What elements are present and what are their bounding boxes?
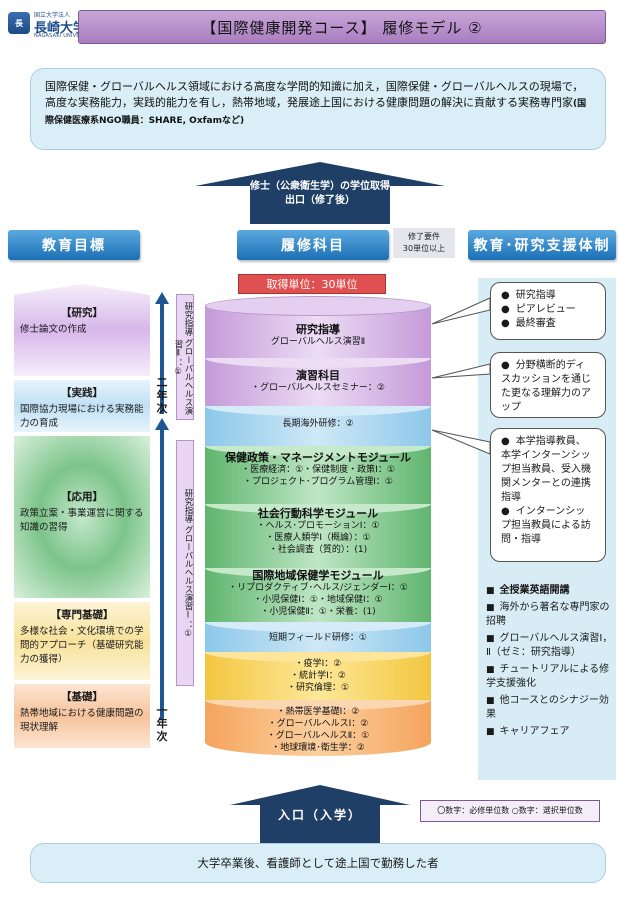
course-item: ・医療経済：①・保健制度・政策Ⅰ：① [241, 465, 395, 475]
completion-requirement: 修了要件 30単位以上 [393, 228, 455, 258]
course-item: ・グローバルヘルスⅠ：② [267, 719, 369, 729]
goal-research-title: 【研究】 [61, 307, 103, 319]
entry-label: 入口（入学） [277, 808, 362, 822]
exit-label: 出口（修了後） [285, 195, 355, 206]
goal-practice: 【実践】 国際協力現場における実務能力の育成 [14, 380, 150, 432]
regional-module: 国際地域保健学モジュール ・リプロダクティブ･ヘルス/ジェンダーⅠ：① ・小児保… [205, 570, 431, 618]
regional-module-title: 国際地域保健学モジュール [252, 569, 384, 582]
basic-1-courses: ・疫学Ⅰ：② ・統計学Ⅰ：② ・研究倫理：① [205, 658, 431, 694]
course-item: ・熱帯医学基礎Ⅰ：② [276, 707, 360, 717]
course-item: ・グローバルヘルスセミナー：② [251, 383, 385, 393]
entry-arrow [230, 785, 410, 845]
seminar-courses: 演習科目 ・グローバルヘルスセミナー：② [205, 370, 431, 394]
course-item: ・医療人類学Ⅰ（概論）：① [265, 533, 371, 543]
year-arrow-upper [160, 304, 164, 414]
callout-discussion: 分野横断的ディスカッションを通じた更なる理解力のアップ [490, 352, 606, 418]
goal-specialized-text: 多様な社会・文化環境での学問的アプローチ（基礎研究能力の獲得） [20, 626, 144, 665]
course-item: ・統計学Ⅰ：② [290, 671, 346, 681]
exit-arrow-text: 修士（公衆衛生学）の学位取得 出口（修了後） [225, 180, 415, 208]
layer-research-top [205, 296, 431, 316]
course-item: グローバルヘルス演習Ⅱ [270, 337, 366, 347]
social-module: 社会行動科学モジュール ・ヘルス･プロモーションⅠ：① ・医療人類学Ⅰ（概論）：… [205, 508, 431, 556]
requirement-label: 修了要件 [408, 232, 440, 241]
callout-item: 最終審査 [501, 317, 595, 331]
exit-degree: 修士（公衆衛生学）の学位取得 [250, 181, 390, 192]
field-training-label: 短期フィールド研修：① [269, 633, 367, 643]
course-item: ・リプロダクティブ･ヘルス/ジェンダーⅠ：① [228, 583, 408, 593]
course-item: ・地球環境･衛生学：② [271, 743, 365, 753]
support-item: 他コースとのシナジー効果 [486, 694, 614, 722]
policy-module: 保健政策・マネージメントモジュール ・医療経済：①・保健制度・政策Ⅰ：① ・プロ… [205, 452, 431, 488]
goal-basics-text: 熱帯地域における健康問題の現状理解 [20, 708, 144, 733]
seminar-title: 演習科目 [296, 369, 340, 382]
support-item: グローバルヘルス演習Ⅰ，Ⅱ（ゼミ：研究指導） [486, 632, 614, 660]
goal-application-title: 【応用】 [61, 491, 103, 503]
header-support-system: 教育･研究支援体制 [468, 230, 616, 260]
goal-application: 【応用】 政策立案・事業運営に関する知識の習得 [14, 436, 150, 598]
goal-specialized-basics: 【専門基礎】 多様な社会・文化環境での学問的アプローチ（基礎研究能力の獲得） [14, 602, 150, 680]
course-item: ・研究倫理：① [286, 683, 350, 693]
callout-item: インターンシップ担当教員による訪問・指導 [501, 505, 595, 547]
layer-social-module [205, 504, 431, 568]
course-cylinder: ・熱帯医学基礎Ⅰ：② ・グローバルヘルスⅠ：② ・グローバルヘルスⅡ：① ・地球… [205, 296, 431, 766]
admission-criteria: 大学卒業後、看護師として途上国で勤務した者 [30, 843, 606, 883]
logo-english: NAGASAKI UNIVERSITY [34, 33, 95, 39]
goal-basics-title: 【基礎】 [61, 691, 103, 703]
university-logo: 長 国立大学法人 長崎大学 NAGASAKI UNIVERSITY [8, 8, 95, 42]
long-training-label: 長期海外研修：② [282, 419, 354, 429]
support-item: 海外から著名な専門家の招聘 [486, 601, 614, 629]
goal-practice-text: 国際協力現場における実務能力の育成 [20, 404, 144, 429]
research-courses: 研究指導 グローバルヘルス演習Ⅱ [205, 324, 431, 348]
callout-research-guidance: 研究指導 ピアレビュー 最終審査 [490, 282, 606, 340]
first-year-label: 一年次 [156, 704, 168, 743]
callout-internship: 本学指導教員、本学インターンシップ担当教員、受入機関メンターとの連携指導 インタ… [490, 428, 606, 562]
course-item: ・ヘルス･プロモーションⅠ：① [256, 521, 380, 531]
support-item: チュートリアルによる修学支援強化 [486, 663, 614, 691]
logo-small-text: 国立大学法人 [34, 12, 71, 19]
social-module-title: 社会行動科学モジュール [257, 507, 379, 520]
exit-arrow [195, 162, 445, 224]
goal-application-text: 政策立案・事業運営に関する知識の習得 [20, 508, 144, 533]
callout-pointers [431, 297, 491, 455]
policy-module-title: 保健政策・マネージメントモジュール [224, 451, 411, 464]
year-arrow-head-lower [155, 418, 169, 430]
support-list: 全授業英語開講 海外から著名な専門家の招聘 グローバルヘルス演習Ⅰ，Ⅱ（ゼミ：研… [486, 584, 614, 742]
year-arrow-lower [160, 430, 164, 720]
callout-item: ピアレビュー [501, 303, 595, 317]
goal-practice-title: 【実践】 [61, 387, 103, 399]
course-item: ・小児保健Ⅰ：①・地域保健Ⅰ：① [253, 595, 383, 605]
course-item: ・小児保健Ⅱ：①・栄養：(1) [260, 607, 376, 617]
callout-item: 本学指導教員、本学インターンシップ担当教員、受入機関メンターとの連携指導 [501, 435, 595, 505]
goal-research-text: 修士論文の作成 [20, 324, 87, 335]
goal-research: 【研究】 修士論文の作成 [14, 284, 150, 376]
course-goal-examples: (国際保健医療系NGO職員：SHARE, Oxfamなど) [45, 99, 587, 126]
credits-earned-bar: 取得単位：30単位 [238, 274, 386, 294]
course-goal-text: 国際保健・グローバルヘルス領域における高度な学問的知識に加え，国際保健・グローバ… [45, 80, 584, 109]
basic-2-courses: ・熱帯医学基礎Ⅰ：② ・グローバルヘルスⅠ：② ・グローバルヘルスⅡ：① ・地球… [205, 706, 431, 754]
research-guidance-year2: 研究指導 グローバルヘルス演習Ⅱ：① [173, 294, 194, 420]
page-title: 【国際健康開発コース】 履修モデル ② [78, 10, 606, 44]
year-arrow-head-upper [155, 292, 169, 304]
callout-item: 研究指導 [501, 289, 595, 303]
logo-name: 長崎大学 [34, 21, 87, 36]
logo-mark-icon: 長 [8, 12, 30, 34]
credit-legend: 〇数字：必修単位数 ○数字：選択単位数 [420, 800, 600, 822]
goal-specialized-title: 【専門基礎】 [50, 609, 114, 621]
course-item: ・社会調査（質的）：(1) [268, 545, 368, 555]
requirement-credits: 30単位以上 [402, 244, 446, 253]
course-goal-box: 国際保健・グローバルヘルス領域における高度な学問的知識に加え，国際保健・グローバ… [30, 68, 606, 150]
second-year-label: 二年次 [156, 376, 168, 415]
goal-basics: 【基礎】 熱帯地域における健康問題の現状理解 [14, 684, 150, 748]
callout-item: 分野横断的ディスカッションを通じた更なる理解力のアップ [501, 359, 595, 415]
header-education-goal: 教育目標 [8, 230, 140, 260]
research-title: 研究指導 [296, 323, 340, 336]
course-item: ・プロジェクト･プログラム管理Ⅰ：① [243, 477, 393, 487]
support-item: 全授業英語開講 [486, 584, 614, 598]
course-item: ・グローバルヘルスⅡ：① [266, 731, 370, 741]
research-guidance-year1: 研究指導 グローバルヘルス演習Ⅰ：① [176, 440, 194, 686]
course-item: ・疫学Ⅰ：② [294, 659, 342, 669]
support-item: キャリアフェア [486, 725, 614, 739]
header-courses: 履修科目 [237, 230, 389, 260]
